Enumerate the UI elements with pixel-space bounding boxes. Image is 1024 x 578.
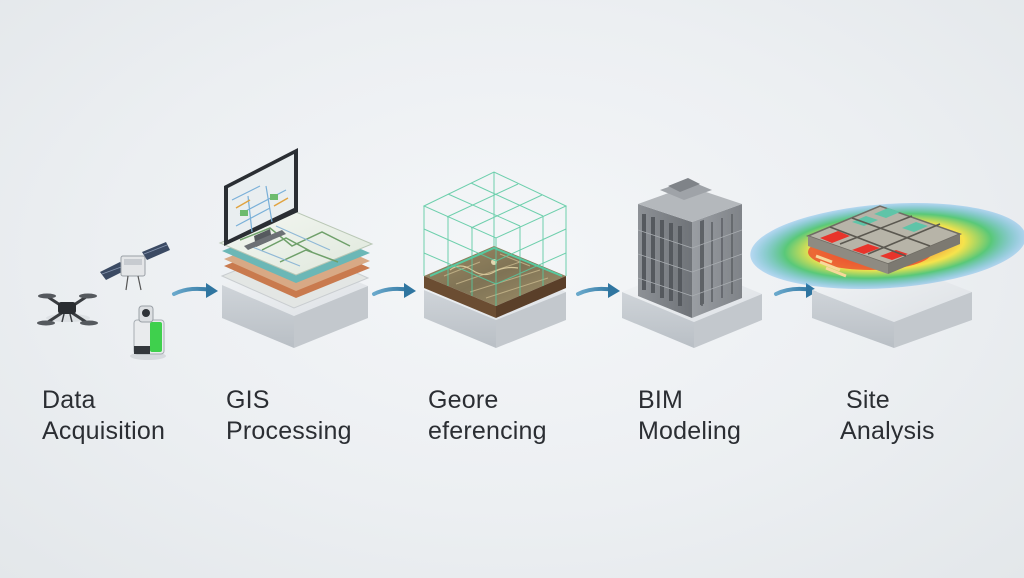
step-label-line2: Modeling xyxy=(638,417,742,445)
step-label-line2: Analysis xyxy=(840,417,935,445)
laser-scanner-icon xyxy=(130,305,166,360)
gis-processing-icon xyxy=(218,148,374,348)
step-label-line2: eferencing xyxy=(428,417,547,445)
georeferencing-icon xyxy=(422,171,568,348)
step-label-bim-modeling: BIM Modeling xyxy=(638,385,741,447)
step-label-line1: Geore xyxy=(428,386,499,414)
satellite-icon xyxy=(100,242,170,291)
step-label-line1: Site xyxy=(846,386,890,414)
step-label-line1: Data xyxy=(42,386,96,414)
step-label-data-acquisition: Data Acquisition xyxy=(42,385,165,447)
drone-icon xyxy=(37,293,98,326)
site-analysis-icon xyxy=(750,203,1024,348)
step-label-site-analysis: Site Analysis xyxy=(840,385,935,447)
step-label-line1: GIS xyxy=(226,386,270,414)
step-label-line2: Processing xyxy=(226,417,352,445)
step-label-georeferencing: Geore eferencing xyxy=(428,385,547,447)
data-acquisition-icon xyxy=(37,242,170,360)
step-label-line1: BIM xyxy=(638,386,684,414)
flow-arrow-2 xyxy=(372,283,416,298)
step-label-line2: Acquisition xyxy=(42,417,166,445)
flow-arrow-3 xyxy=(576,283,620,298)
step-label-gis-processing: GIS Processing xyxy=(226,385,352,447)
flow-arrow-1 xyxy=(172,283,218,298)
bim-modeling-icon xyxy=(622,178,762,348)
